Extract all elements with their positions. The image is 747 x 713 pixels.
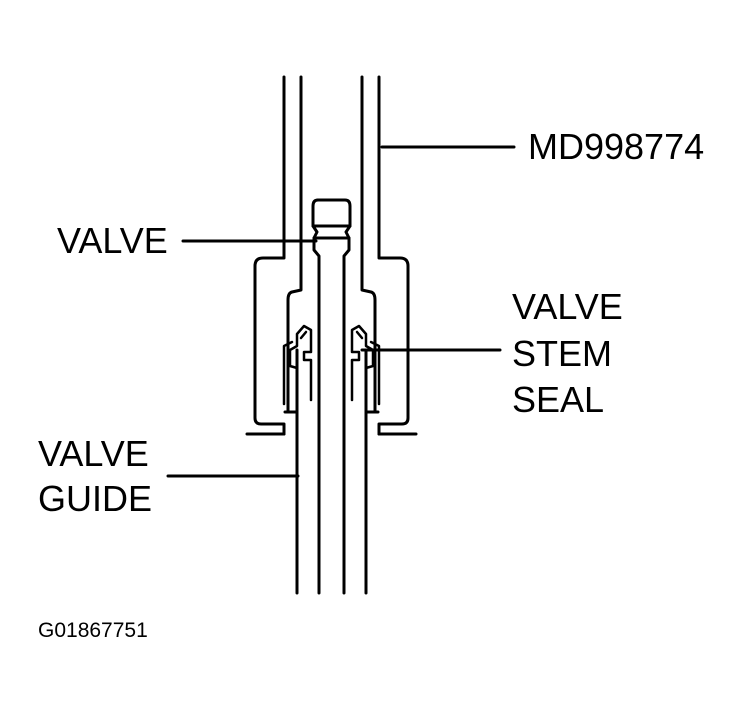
valve-guide-label-line-1: VALVE [38,433,149,474]
valve-stem-seal-label-line-3: SEAL [512,379,605,420]
valve-label: VALVE [57,220,168,261]
valve-stem-seal [282,324,381,406]
leader-lines [166,145,516,478]
valve-stem-seal-label-line-1: VALVE [512,286,623,327]
valve-guide-label-line-2: GUIDE [38,478,153,519]
tool-label: MD998774 [528,126,705,167]
valve-guide [283,348,380,595]
figure-code: G01867751 [38,619,148,642]
installer-tool [245,75,418,436]
valve-stem-seal-label-line-2: STEM [512,333,613,374]
valve-stem [311,198,352,595]
